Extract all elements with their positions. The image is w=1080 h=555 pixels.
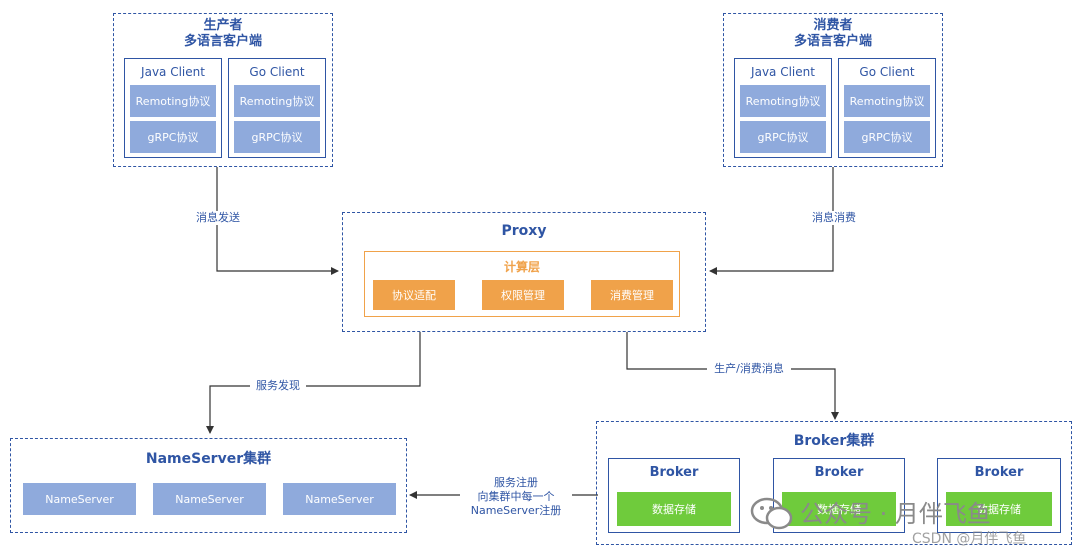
remoting-protocol-box: Remoting协议 [130, 85, 216, 117]
nameserver-node: NameServer [23, 483, 136, 515]
broker-node: Broker 数据存储 [937, 458, 1061, 533]
edge-label-send: 消息发送 [190, 211, 246, 225]
edge-label-register: 服务注册 向集群中每一个 NameServer注册 [460, 476, 572, 518]
edge-label-discovery: 服务发现 [250, 379, 306, 393]
remoting-protocol-box: Remoting协议 [234, 85, 320, 117]
consumer-group: 消费者 多语言客户端 Java Client Remoting协议 gRPC协议… [723, 13, 943, 167]
watermark-line2: CSDN @月伴飞鱼 [912, 531, 1027, 547]
producer-title: 生产者 多语言客户端 [183, 18, 262, 49]
consume-management-box: 消费管理 [591, 280, 673, 310]
grpc-protocol-box: gRPC协议 [740, 121, 826, 153]
nameserver-cluster-title: NameServer集群 [145, 451, 272, 467]
permission-management-box: 权限管理 [482, 280, 564, 310]
data-storage-box: 数据存储 [946, 492, 1052, 526]
consumer-go-client: Go Client Remoting协议 gRPC协议 [838, 58, 936, 158]
edge-consume-line [709, 167, 834, 275]
edge-label-produce-consume: 生产/消费消息 [707, 362, 791, 376]
consumer-title: 消费者 多语言客户端 [793, 18, 872, 49]
broker-cluster: Broker集群 Broker 数据存储 Broker 数据存储 Broker … [596, 421, 1072, 545]
data-storage-box: 数据存储 [617, 492, 731, 526]
producer-java-client: Java Client Remoting协议 gRPC协议 [124, 58, 222, 158]
broker-node: Broker 数据存储 [773, 458, 905, 533]
broker-cluster-title: Broker集群 [793, 433, 875, 449]
producer-group: 生产者 多语言客户端 Java Client Remoting协议 gRPC协议… [113, 13, 333, 167]
remoting-protocol-box: Remoting协议 [844, 85, 930, 117]
broker-name: Broker [649, 465, 699, 480]
nameserver-node: NameServer [283, 483, 396, 515]
protocol-adapter-box: 协议适配 [373, 280, 455, 310]
watermark: 公众号 · 月伴飞鱼 CSDN @月伴飞鱼 [750, 492, 1075, 552]
watermark-line1: 公众号 · 月伴飞鱼 [800, 500, 991, 528]
compute-layer-title: 计算层 [503, 260, 540, 274]
consumer-java-client: Java Client Remoting协议 gRPC协议 [734, 58, 832, 158]
client-name: Java Client [751, 65, 815, 79]
broker-node: Broker 数据存储 [608, 458, 740, 533]
data-storage-box: 数据存储 [782, 492, 896, 526]
edge-label-consume: 消息消费 [806, 211, 862, 225]
proxy-group: Proxy 计算层 协议适配 权限管理 消费管理 [342, 212, 706, 332]
nameserver-node: NameServer [153, 483, 266, 515]
grpc-protocol-box: gRPC协议 [234, 121, 320, 153]
client-name: Java Client [141, 65, 205, 79]
client-name: Go Client [249, 65, 305, 79]
broker-name: Broker [974, 465, 1024, 480]
producer-go-client: Go Client Remoting协议 gRPC协议 [228, 58, 326, 158]
remoting-protocol-box: Remoting协议 [740, 85, 826, 117]
edge-discovery-line [206, 332, 421, 434]
wechat-icon [750, 497, 793, 530]
broker-name: Broker [814, 465, 864, 480]
grpc-protocol-box: gRPC协议 [130, 121, 216, 153]
proxy-title: Proxy [501, 223, 547, 239]
compute-layer: 计算层 协议适配 权限管理 消费管理 [364, 251, 680, 317]
grpc-protocol-box: gRPC协议 [844, 121, 930, 153]
edge-send-line [216, 167, 339, 275]
nameserver-cluster: NameServer集群 NameServer NameServer NameS… [10, 438, 407, 533]
client-name: Go Client [859, 65, 915, 79]
